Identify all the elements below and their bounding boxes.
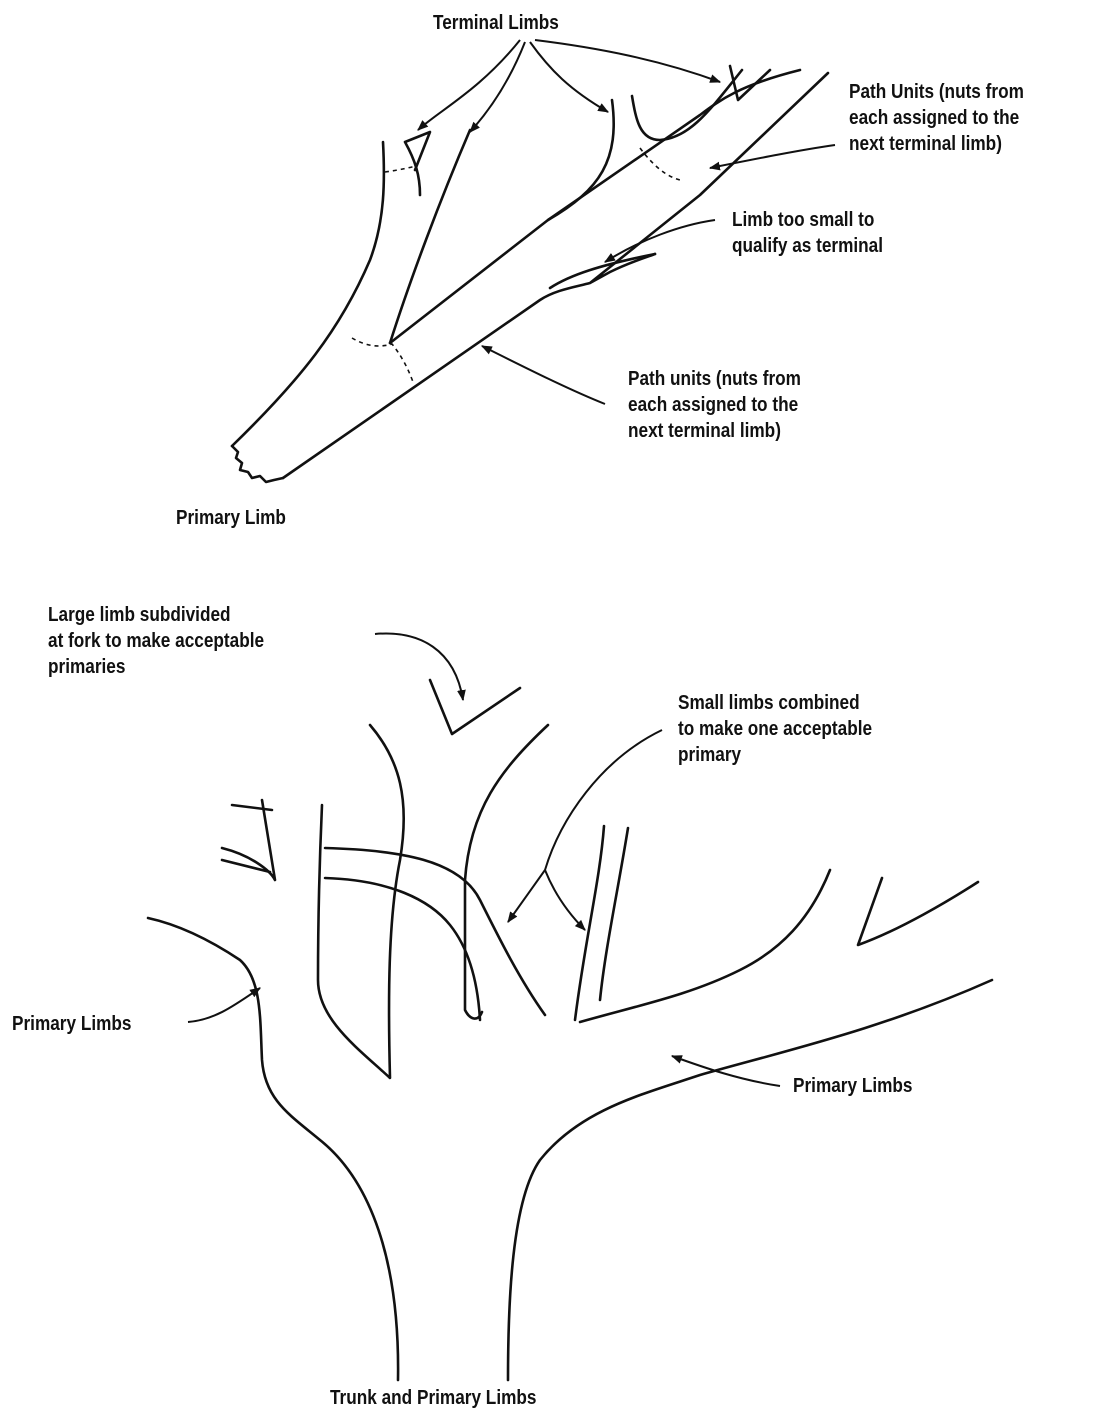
right-fork bbox=[858, 878, 978, 945]
arrow-primary-limbs-right bbox=[672, 1056, 780, 1086]
center-terminal-limb-inner bbox=[632, 70, 742, 140]
upper-right-fork bbox=[730, 66, 770, 100]
label-primary-limb: Primary Limb bbox=[176, 505, 286, 531]
arrow-primary-limbs-left bbox=[188, 988, 260, 1022]
label-path-units-lower: Path units (nuts from each assigned to t… bbox=[628, 366, 801, 444]
arrow-small-limbs-2 bbox=[545, 870, 585, 930]
label-small-limbs-combined: Small limbs combined to make one accepta… bbox=[678, 690, 872, 768]
right-thin-limb-2 bbox=[600, 828, 628, 1000]
label-terminal-limbs: Terminal Limbs bbox=[433, 10, 559, 36]
crossing-limb-upper bbox=[325, 848, 545, 1015]
primary-limb-broken-end bbox=[232, 446, 283, 482]
arrow-terminal-4 bbox=[535, 40, 720, 82]
cut-line-2 bbox=[352, 338, 413, 382]
center-limb bbox=[465, 725, 548, 1019]
arrow-small-limbs-1 bbox=[508, 730, 662, 922]
crossing-limb-lower bbox=[325, 878, 480, 1020]
arrow-terminal-2 bbox=[470, 42, 525, 132]
label-primary-limbs-left: Primary Limbs bbox=[12, 1011, 131, 1037]
primary-limb-upper-edge bbox=[232, 142, 384, 446]
left-small-fork bbox=[405, 132, 430, 195]
arrow-path-units-upper bbox=[710, 145, 835, 168]
center-terminal-limb bbox=[548, 100, 614, 220]
left-limb-upper bbox=[222, 800, 275, 880]
arrow-terminal-3 bbox=[530, 42, 608, 112]
label-trunk-caption: Trunk and Primary Limbs bbox=[330, 1385, 536, 1411]
left-center-limb bbox=[318, 725, 404, 1078]
label-large-limb-subdivided: Large limb subdivided at fork to make ac… bbox=[48, 602, 264, 680]
label-path-units-upper: Path Units (nuts from each assigned to t… bbox=[849, 79, 1024, 157]
arrow-path-units-lower bbox=[482, 346, 605, 404]
label-limb-too-small: Limb too small to qualify as terminal bbox=[732, 207, 883, 259]
bottom-tree-drawing bbox=[148, 680, 992, 1380]
trunk-right-edge bbox=[508, 980, 992, 1380]
label-primary-limbs-right: Primary Limbs bbox=[793, 1073, 912, 1099]
trunk-left-edge bbox=[148, 918, 398, 1380]
cut-line-1 bbox=[385, 166, 416, 172]
top-fork bbox=[430, 680, 520, 734]
arrow-large-limb bbox=[375, 634, 463, 700]
